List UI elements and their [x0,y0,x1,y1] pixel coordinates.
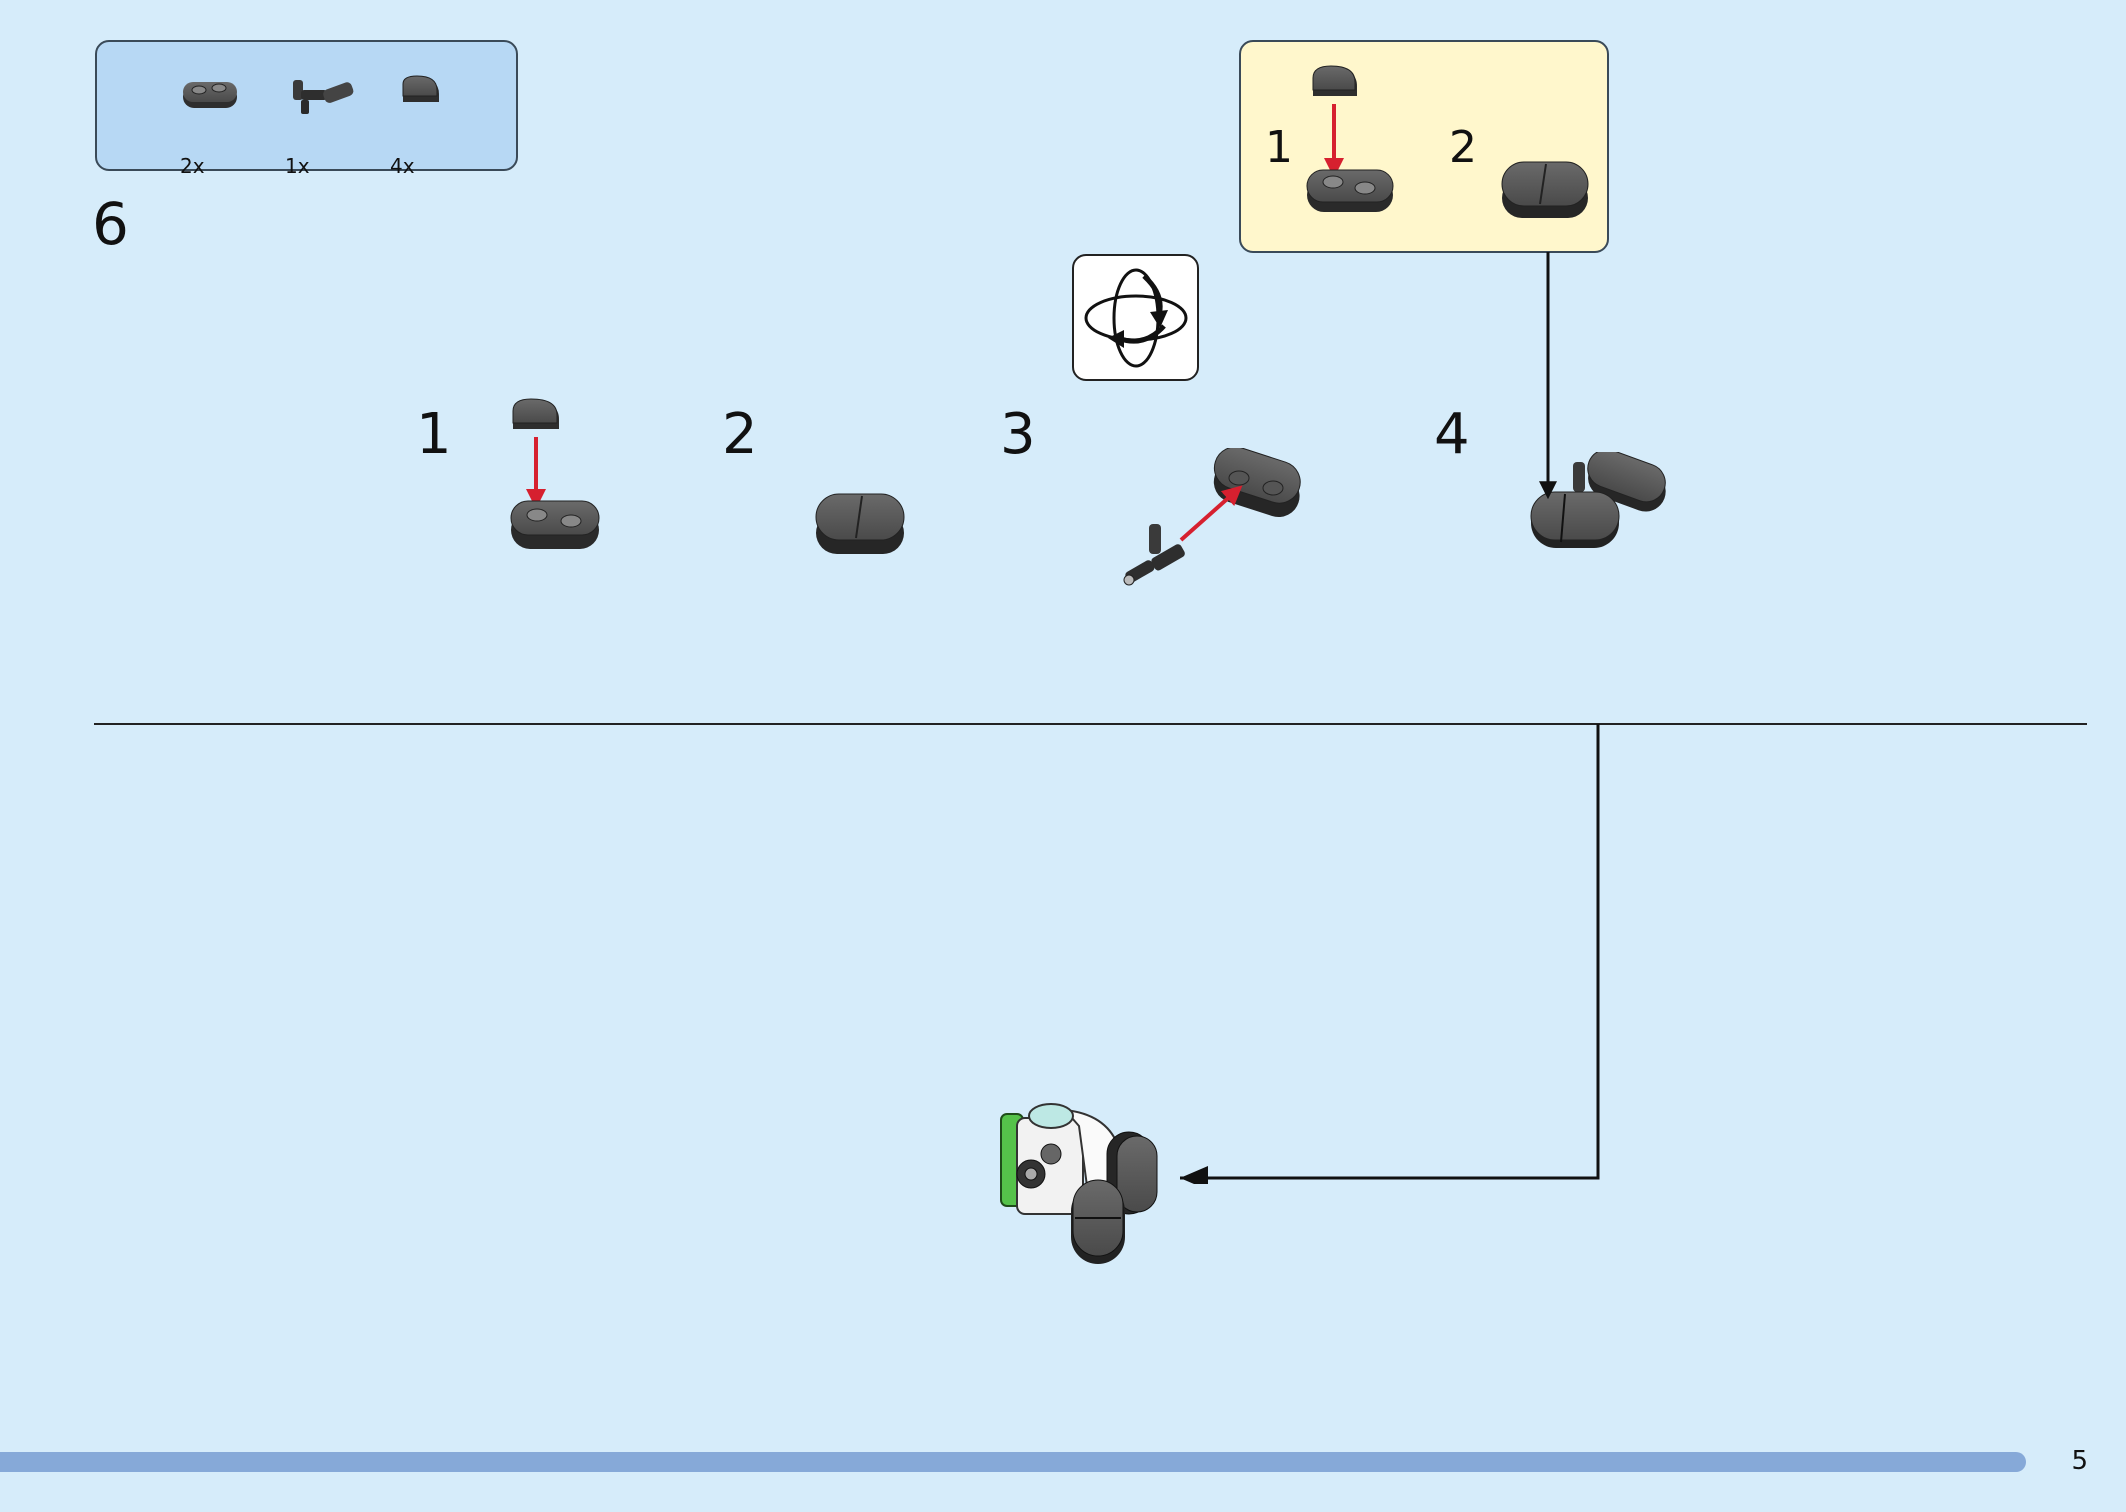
tile-onto-plate-illustration [1306,65,1394,212]
subassembly-callout: 1 2 [1239,40,1609,253]
substep-number: 2 [722,402,758,467]
substep-3-illustration [1123,448,1301,586]
parts-list-box: 2x 1x 4x [95,40,518,178]
progress-bar [0,1452,2026,1472]
plate-1x2-rounded-icon [183,82,237,108]
substep-1-illustration [510,398,600,549]
callout-connector-arrow [1539,252,1557,500]
parts-item: 4x [390,72,475,178]
rotate-model-icon [1084,268,1188,368]
substep-number: 1 [416,402,452,467]
bar-holder-clip-icon [293,80,354,114]
rotate-model-box [1072,254,1199,381]
parts-qty: 2x [180,154,205,178]
callout-substep-number: 1 [1265,122,1293,173]
final-model-illustration [1000,1103,1158,1264]
page-number: 5 [2071,1446,2088,1476]
parts-qty: 4x [390,154,415,178]
finished-rounded-plate-illustration [1501,161,1589,218]
step-number: 6 [92,190,129,258]
substep-2-illustration [815,493,905,554]
parts-qty: 1x [285,154,310,178]
tile-round-corner-icon [402,75,439,102]
substep-number: 4 [1434,402,1470,467]
parts-item: 2x [175,72,255,178]
parts-item: 1x [285,72,367,178]
substep-4-illustration [1530,452,1666,548]
step-divider [94,723,2087,725]
substep-number: 3 [1000,402,1036,467]
callout-substep-number: 2 [1449,122,1477,173]
final-connector-arrow [1180,724,1600,1184]
